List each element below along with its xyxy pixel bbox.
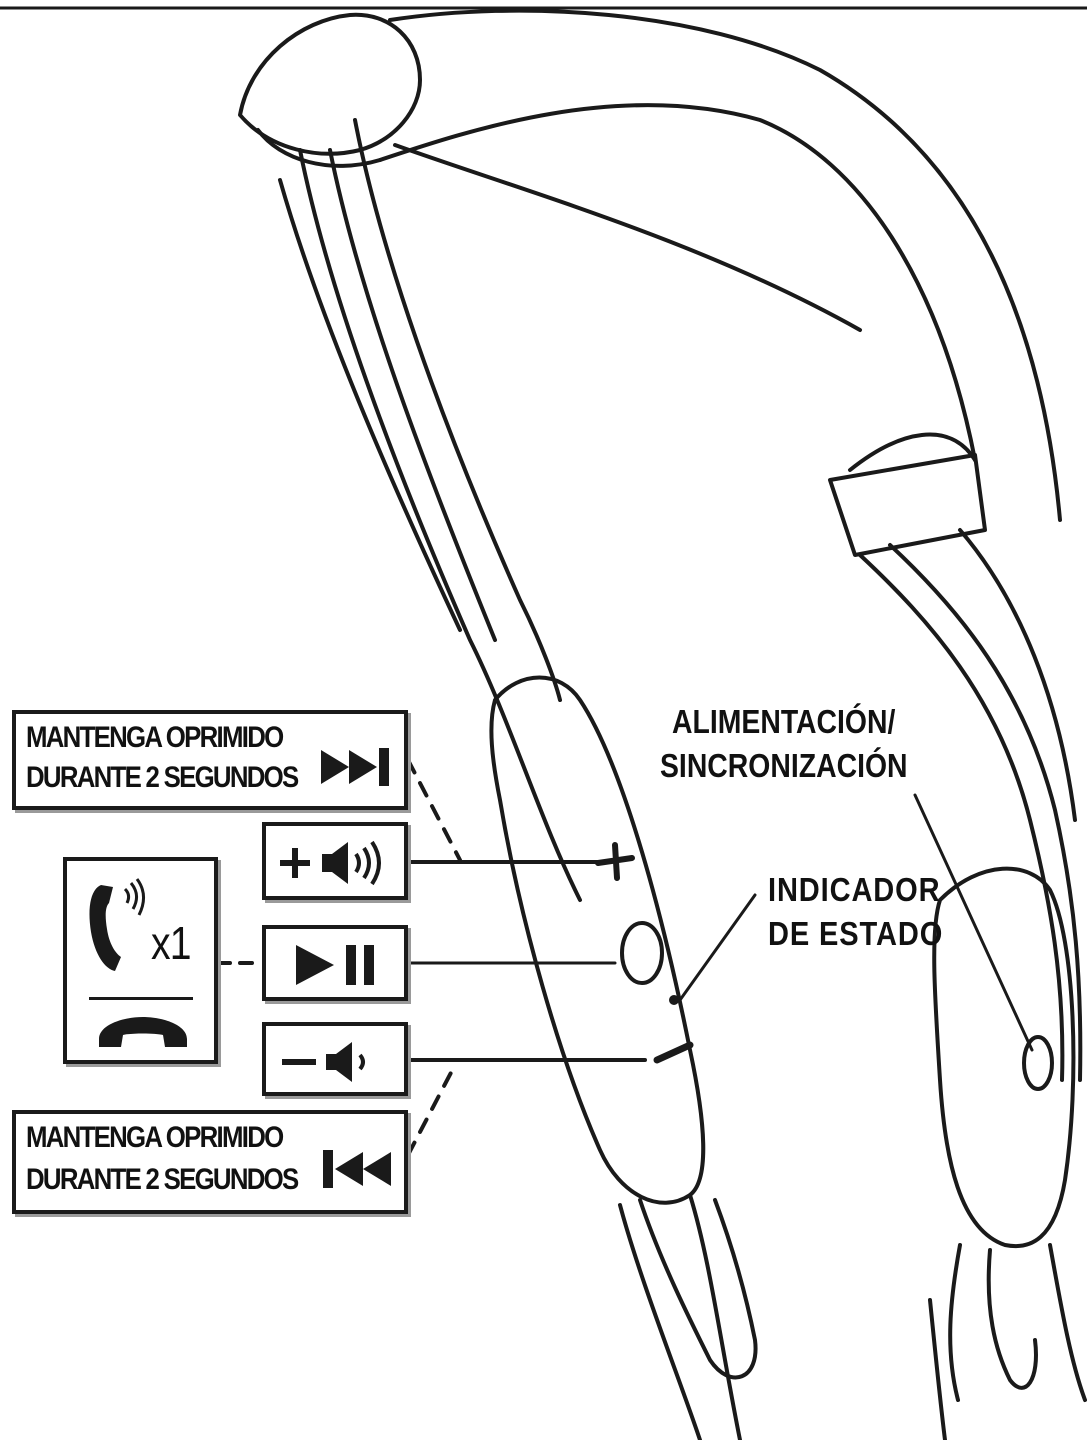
call-box: x1	[63, 857, 218, 1064]
status-label-line-2: DE ESTADO	[768, 915, 944, 952]
previous-track-box: MANTENGA OPRIMIDO DURANTE 2 SEGUNDOS	[12, 1110, 408, 1214]
next-hold-line-2: DURANTE 2 SEGUNDOS	[26, 761, 299, 794]
status-indicator-label: INDICADOR DE ESTADO	[768, 868, 943, 956]
phone-ringing-icon	[89, 878, 145, 971]
power-label-line-2: SINCRONIZACIÓN	[660, 747, 908, 784]
phone-hangup-icon	[99, 1017, 187, 1047]
next-hold-line-1: MANTENGA OPRIMIDO	[26, 721, 284, 754]
call-multiplier: x1	[151, 917, 191, 969]
volume-up-box	[262, 822, 408, 900]
call-divider	[89, 997, 193, 1000]
prev-hold-line-2: DURANTE 2 SEGUNDOS	[26, 1163, 299, 1196]
next-track-box: MANTENGA OPRIMIDO DURANTE 2 SEGUNDOS	[12, 710, 408, 810]
power-pairing-label: ALIMENTACIÓN/ SINCRONIZACIÓN	[660, 700, 908, 788]
next-track-icon	[321, 748, 389, 786]
volume-up-icon	[280, 840, 381, 886]
power-label-line-1: ALIMENTACIÓN/	[672, 703, 896, 740]
previous-track-icon	[323, 1150, 391, 1188]
prev-hold-line-1: MANTENGA OPRIMIDO	[26, 1121, 284, 1154]
volume-down-icon	[282, 1042, 365, 1082]
volume-down-box	[262, 1022, 408, 1096]
play-pause-icon	[296, 945, 374, 985]
play-pause-box	[262, 925, 408, 1001]
status-label-line-1: INDICADOR	[768, 871, 941, 908]
